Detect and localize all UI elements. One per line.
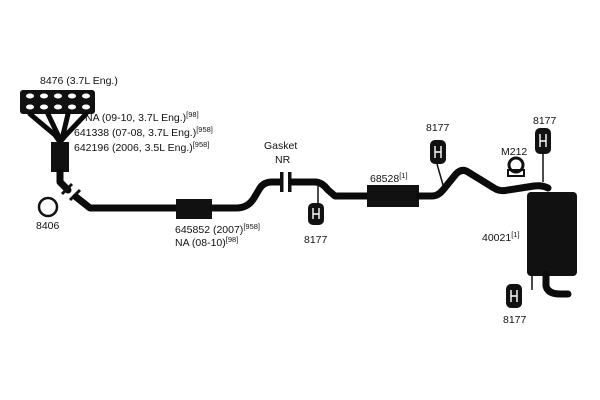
mid-resonator-label: 68528[1] <box>370 171 408 185</box>
clamp-label: M212 <box>501 146 527 158</box>
converter-label-3-text: 642196 (2006, 3.5L Eng.) <box>74 142 193 154</box>
hanger-2-label: 8177 <box>426 122 450 134</box>
hanger-1-label: 8177 <box>304 234 328 246</box>
converter-label-1: NA (09-10, 3.7L Eng.)[98] <box>85 110 199 124</box>
catalytic-converter <box>51 142 69 172</box>
converter-label-1-note: [98] <box>186 110 199 119</box>
intermediate-pipe <box>208 178 284 212</box>
resonator <box>176 199 212 219</box>
converter-label-1-text: NA (09-10, 3.7L Eng.) <box>85 112 186 124</box>
center-pipe <box>288 178 372 200</box>
resonator-label-2-text: NA (08-10) <box>175 237 226 249</box>
ring-label: 8406 <box>36 220 60 232</box>
gasket-value: NR <box>275 154 291 166</box>
converter-label-2-text: 641338 (07-08, 3.7L Eng.) <box>74 127 196 139</box>
mid-resonator <box>367 185 419 207</box>
mid-resonator-label-text: 68528 <box>370 173 399 185</box>
resonator-label-1-note: [958] <box>243 222 260 231</box>
converter-label-2-note: [958] <box>196 125 213 134</box>
clamp <box>507 156 525 177</box>
converter-label-3: 642196 (2006, 3.5L Eng.)[958] <box>74 140 209 154</box>
hanger-3-label: 8177 <box>533 115 557 127</box>
gasket-title: Gasket <box>264 140 297 152</box>
resonator-label-2: NA (08-10)[98] <box>175 235 238 249</box>
mid-resonator-label-note: [1] <box>399 171 407 180</box>
muffler-label-note: [1] <box>511 230 519 239</box>
hanger-4-label: 8177 <box>503 314 527 326</box>
hanger-2 <box>430 140 446 186</box>
exhaust-manifold <box>20 90 95 145</box>
gasket-ring <box>37 196 59 218</box>
converter-label-3-note: [958] <box>193 140 210 149</box>
muffler <box>527 192 577 276</box>
resonator-label-1-text: 645852 (2007) <box>175 224 243 236</box>
hanger-1 <box>308 185 324 225</box>
hanger-3 <box>535 128 551 182</box>
converter-label-2: 641338 (07-08, 3.7L Eng.)[958] <box>74 125 213 139</box>
tailpipe <box>542 270 572 298</box>
rear-pipe <box>415 166 552 200</box>
hanger-4 <box>506 274 533 308</box>
manifold-label: 8476 (3.7L Eng.) <box>40 75 118 87</box>
muffler-label-text: 40021 <box>482 232 511 244</box>
resonator-label-1: 645852 (2007)[958] <box>175 222 260 236</box>
front-pipe <box>72 193 182 212</box>
resonator-label-2-note: [98] <box>226 235 239 244</box>
muffler-label: 40021[1] <box>482 230 520 244</box>
